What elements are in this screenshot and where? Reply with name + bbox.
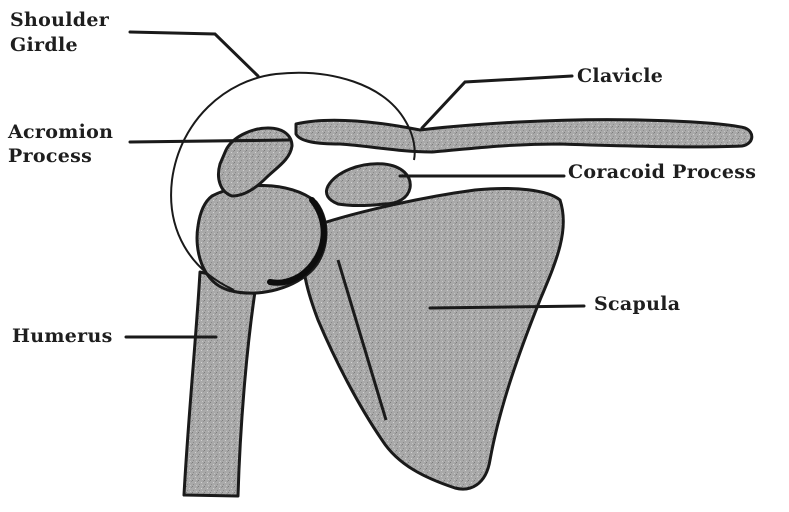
label-coracoid-process: Coracoid Process	[568, 160, 756, 184]
label-acromion-line1: Acromion	[8, 120, 113, 144]
label-acromion-line2: Process	[8, 144, 92, 168]
clavicle-bone	[296, 120, 752, 152]
leader-shoulder-girdle	[130, 32, 258, 76]
leader-acromion	[130, 140, 290, 142]
humerus-bone	[184, 272, 256, 496]
label-scapula: Scapula	[594, 292, 680, 316]
scapula-bone	[303, 188, 563, 489]
label-shoulder-girdle-line1: Shoulder	[10, 8, 109, 32]
label-shoulder-girdle-line2: Girdle	[10, 33, 78, 57]
coracoid-process	[326, 164, 410, 206]
label-humerus: Humerus	[12, 324, 113, 348]
label-clavicle: Clavicle	[577, 64, 663, 88]
leader-scapula	[430, 306, 584, 308]
